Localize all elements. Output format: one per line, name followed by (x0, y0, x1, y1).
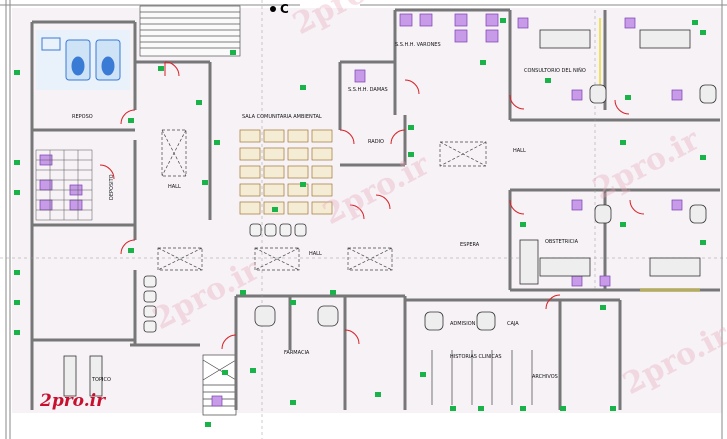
label-obstetricia: OBSTETRICIA (545, 239, 579, 245)
label-hall-center: HALL (309, 251, 322, 257)
label-sshh-varones: S.S.H.H. VARONES (395, 42, 441, 48)
waiting-chairs-left (143, 275, 157, 333)
waiting-chairs-top (249, 223, 307, 237)
label-radio: RADIO (368, 139, 384, 145)
section-marker-circle (270, 6, 276, 12)
label-reposo: REPOSO (72, 114, 93, 120)
label-admision: ADMISION (450, 321, 476, 327)
reposo-beds (41, 37, 121, 81)
archive-shelves (431, 350, 533, 405)
label-topico: TOPICO (91, 377, 111, 383)
label-deposito: DEPOSITO (109, 174, 115, 200)
section-marker: C (280, 2, 289, 16)
bathroom-tiles (35, 149, 93, 221)
equipment-tags (14, 18, 706, 427)
label-hall-right: HALL (513, 148, 526, 154)
label-espera: ESPERA (460, 242, 480, 248)
label-archivos: ARCHIVOS (532, 374, 558, 380)
exam-tables (63, 29, 717, 397)
label-sshh-damas: S.S.H.H. DAMAS (348, 87, 388, 93)
label-sala-comunitaria: SALA COMUNITARIA AMBIENTAL (242, 114, 322, 120)
door-swings (99, 61, 645, 350)
classroom-desks (239, 129, 333, 215)
label-consultorio-nino: CONSULTORIO DEL NIÑO (524, 67, 586, 74)
label-historias-clinicas: HISTORIAS CLINICAS (450, 354, 502, 360)
stair-top (139, 5, 241, 57)
site-logo: 2pro.ir (39, 391, 106, 411)
label-hall-left: HALL (168, 184, 181, 190)
walls (30, 8, 720, 410)
shaft-openings (157, 129, 487, 271)
label-farmacia: FARMACIA (284, 350, 310, 356)
label-caja: CAJA (507, 321, 519, 327)
